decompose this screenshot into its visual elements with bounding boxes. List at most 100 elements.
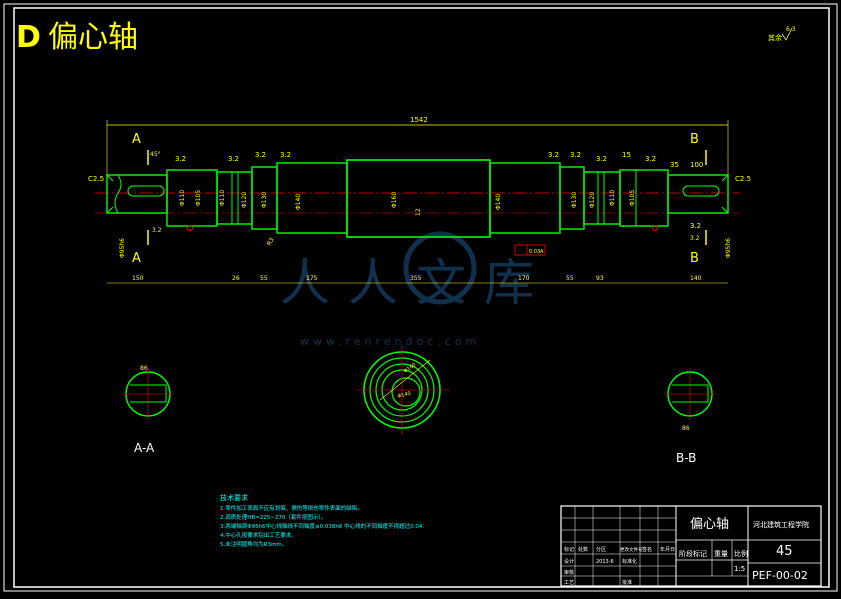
tolerance-box: 0.03 A — [514, 244, 546, 256]
center-hole-left-icon — [187, 225, 193, 231]
aa-label: A-A — [134, 441, 155, 455]
title-block: 标记 处数 分区 更改文件号 签名 年月日 设计 2013-6 标准化 审核 工… — [560, 505, 822, 587]
tb-std: 标准化 — [622, 558, 637, 565]
step-4 — [276, 162, 348, 234]
right-journal — [667, 174, 729, 214]
bottom-dim: 175 — [306, 275, 318, 282]
bb-label: B-B — [676, 451, 696, 465]
diameter-label: Φ105 — [195, 190, 202, 206]
small-label: 3.2 — [690, 235, 700, 242]
watermark: 人人文库 www.renrendoc.com — [280, 231, 534, 348]
section-a-top: A — [132, 132, 141, 147]
roughness-mark: 3.2 — [175, 155, 186, 163]
section-b-top: B — [690, 132, 699, 147]
diameter-label: Φ160 — [391, 192, 398, 208]
diameter-label: Φ110 — [609, 190, 616, 206]
diameter-label: Φ120 — [589, 192, 596, 208]
note-line: 1.零件加工表面不应有划痕、擦伤等损伤零件表面的缺陷。 — [220, 504, 363, 512]
section-a-bottom: A — [132, 251, 141, 266]
roughness-mark: 3.2 — [280, 151, 291, 159]
tb-drawing-no: PEF-00-02 — [752, 569, 808, 582]
technical-notes: 技术要求 1.零件加工表面不应有划痕、擦伤等损伤零件表面的缺陷。 2.调质处理H… — [220, 493, 424, 548]
tolerance-datum: A — [540, 249, 544, 255]
tb-process: 工艺 — [564, 580, 574, 586]
tb-col-ratio: 比例 — [734, 549, 748, 558]
bottom-dimensions: 150 26 55 175 355 170 55 93 140 — [107, 275, 728, 284]
diameter-label: Φ105 — [629, 190, 636, 206]
tb-row-label: 签名 — [642, 546, 652, 553]
shaft-main-view — [95, 159, 740, 238]
notes-heading: 技术要求 — [220, 493, 248, 502]
tb-row-label: 更改文件号 — [620, 546, 643, 553]
roughness-mark: 3.2 — [690, 222, 701, 230]
bottom-dim: 55 — [566, 275, 574, 282]
diameter-label: Φ130 — [571, 192, 578, 208]
section-b-bottom: B — [690, 251, 699, 266]
tb-row-label: 标记 — [564, 546, 574, 553]
tb-design: 设计 — [564, 558, 574, 565]
bottom-dim: 170 — [518, 275, 530, 282]
roughness-mark: 3.2 — [596, 155, 607, 163]
bb-dim: 86 — [682, 425, 690, 432]
left-keyway — [127, 185, 165, 197]
small-dim: 35 — [670, 161, 679, 169]
tb-school: 河北建筑工程学院 — [753, 520, 809, 529]
end-view-dim: Φ140 — [397, 391, 412, 400]
roughness-corner: 其余 6.3 — [768, 26, 796, 42]
section-markers: A A B B — [132, 132, 707, 266]
diameter-label: Φ120 — [241, 192, 248, 208]
tb-part-name: 偏心轴 — [690, 517, 729, 532]
title-name: 偏心轴 — [48, 20, 138, 55]
section-aa: 86 A-A — [122, 365, 174, 455]
diameter-labels: Φ110 Φ105 Φ110 Φ120 Φ130 Φ140 Φ160 Φ140 … — [119, 190, 732, 258]
angle-label: 45° — [150, 151, 161, 158]
tb-row-label: 分区 — [596, 546, 606, 553]
center-hole-right-icon — [652, 225, 658, 231]
chamfer-right: C2.5 — [735, 175, 751, 183]
note-line: 5.未注明圆角均为R3mm。 — [220, 540, 287, 548]
diameter-label: Φ110 — [179, 190, 186, 206]
outer-frame — [3, 3, 838, 592]
top-roughness-marks: 3.2 3.2 3.2 3.2 3.2 3.2 3.2 3.2 3.2 15 3… — [175, 151, 703, 230]
diameter-label: Φ130 — [261, 192, 268, 208]
note-line: 4.中心孔按要求钻出工艺要求。 — [220, 531, 297, 539]
bottom-dim: 140 — [690, 275, 702, 282]
diameter-label: Φ140 — [295, 194, 302, 210]
tb-col-stage: 阶段标记 — [679, 549, 707, 558]
step-1 — [166, 169, 218, 227]
watermark-logo-icon — [403, 231, 477, 305]
tb-approve: 批准 — [622, 579, 632, 586]
small-dim: 15 — [622, 151, 631, 159]
end-view: Φ160 Φ140 — [355, 345, 450, 435]
roughness-mark: 3.2 — [570, 151, 581, 159]
offset-label: 12 — [415, 208, 422, 216]
tb-scale: 1:5 — [734, 565, 745, 573]
bottom-dim: 150 — [132, 275, 144, 282]
right-keyway — [682, 185, 720, 197]
bottom-dim: 26 — [232, 275, 240, 282]
step-8 — [619, 169, 669, 227]
tb-review: 审核 — [564, 569, 574, 576]
roughness-mark: 3.2 — [255, 151, 266, 159]
small-dim: 100 — [690, 161, 703, 169]
chamfer-left: C2.5 — [88, 175, 104, 183]
bottom-dim: 55 — [260, 275, 268, 282]
bottom-dim: 93 — [596, 275, 604, 282]
note-line: 2.调质处理HB=225~270（套件按图示）。 — [220, 513, 327, 521]
aa-dim: 86 — [140, 365, 148, 372]
overall-dimension-value: 1542 — [410, 116, 428, 124]
watermark-url: www.renrendoc.com — [300, 335, 480, 348]
roughness-mark: 3.2 — [548, 151, 559, 159]
tb-row-label: 年月日 — [660, 546, 675, 553]
tb-col-weight: 重量 — [714, 550, 728, 558]
roughness-mark: 3.2 — [228, 155, 239, 163]
left-key-dim: Φ95h6 — [119, 238, 126, 258]
tb-material: 45 — [776, 544, 793, 559]
title-letter: D — [16, 20, 41, 55]
tb-date: 2013-6 — [596, 559, 614, 565]
eccentric-section — [346, 159, 491, 238]
diameter-label: Φ140 — [495, 194, 502, 210]
tolerance-value: 0.03 — [529, 249, 540, 255]
inner-frame — [13, 7, 830, 588]
